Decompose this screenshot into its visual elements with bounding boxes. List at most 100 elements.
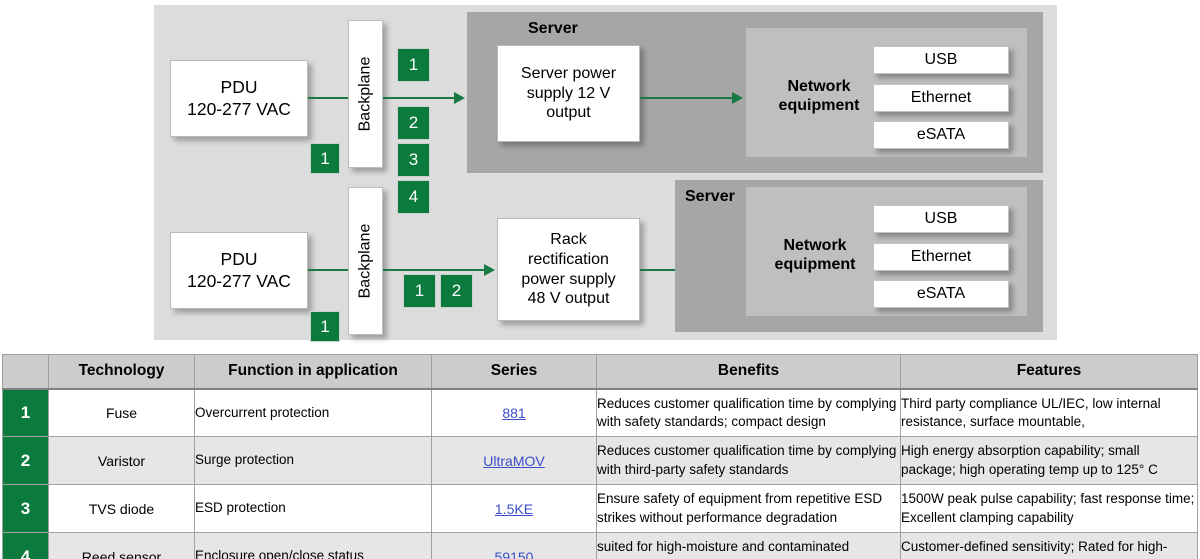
row-index-badge: 4: [2, 532, 49, 559]
pdu-2-line1: PDU: [220, 249, 258, 270]
backplane-2: Backplane: [348, 187, 383, 335]
cell-function: Enclosure open/close status: [194, 532, 432, 559]
backplane-2-label: Backplane: [356, 223, 374, 299]
psu2-line1: Rack: [550, 231, 587, 249]
row-index-badge: 1: [2, 388, 49, 437]
connector-backplane2-psu2: [383, 269, 489, 271]
cell-series[interactable]: 881: [431, 388, 597, 437]
cell-series[interactable]: 1.5KE: [431, 484, 597, 533]
port-esata-2-label: eSATA: [916, 285, 966, 302]
server-power-supply-box-1: Server power supply 12 V output: [497, 45, 640, 142]
table-row: 3 TVS diode ESD protection 1.5KE Ensure …: [2, 484, 1198, 533]
rack-rectification-power-supply-box: Rack rectification power supply 48 V out…: [497, 218, 640, 321]
network-2-line2: equipment: [774, 256, 856, 274]
header-index: [2, 354, 49, 390]
connector-backplane1-psu1: [383, 97, 459, 99]
cell-benefits: Reduces customer qualification time by c…: [596, 388, 901, 437]
cell-technology: Reed sensor: [48, 532, 195, 559]
badge-pdu-1: 1: [310, 143, 340, 174]
port-box-ethernet-2: Ethernet: [873, 243, 1009, 271]
network-equipment-2-label: Network equipment: [766, 236, 864, 274]
arrow-backplane1-psu1: [454, 92, 465, 104]
series-link[interactable]: 1.5KE: [494, 500, 534, 517]
port-box-usb-2: USB: [873, 205, 1009, 233]
psu1-line2: supply 12 V: [526, 84, 611, 102]
backplane-1: Backplane: [348, 20, 383, 168]
cell-function: ESD protection: [194, 484, 432, 533]
cell-series[interactable]: UltraMOV: [431, 436, 597, 485]
backplane-1-label: Backplane: [356, 56, 374, 132]
badge-inline-1-label: 1: [414, 281, 425, 300]
specification-table-wrapper: Technology Function in application Serie…: [2, 354, 1198, 559]
series-link[interactable]: 59150: [494, 548, 534, 559]
header-benefits: Benefits: [596, 354, 901, 390]
port-box-usb-1: USB: [873, 46, 1009, 74]
cell-features: High energy absorption capability; small…: [900, 436, 1198, 485]
psu1-line1: Server power: [520, 65, 617, 83]
table-row: 2 Varistor Surge protection UltraMOV Red…: [2, 436, 1198, 485]
header-features: Features: [900, 354, 1198, 390]
pdu-2-line2: 120-277 VAC: [187, 270, 291, 291]
port-box-esata-2: eSATA: [873, 280, 1009, 308]
cell-function: Overcurrent protection: [194, 388, 432, 437]
psu2-line4: 48 V output: [527, 290, 610, 308]
badge-pdu-1-label: 1: [320, 148, 330, 168]
cell-features: 1500W peak pulse capability; fast respon…: [900, 484, 1198, 533]
pdu-1-line2: 120-277 VAC: [187, 98, 291, 119]
row-index-badge: 2: [2, 436, 49, 485]
pdu-box-2: PDU 120-277 VAC: [170, 232, 308, 309]
badge-backplane-1: 1: [397, 48, 430, 82]
cell-series[interactable]: 59150: [431, 532, 597, 559]
network-2-line1: Network: [783, 237, 847, 254]
badge-backplane-2: 2: [397, 106, 430, 140]
cell-function: Surge protection: [194, 436, 432, 485]
cell-features: Third party compliance UL/IEC, low inter…: [900, 388, 1198, 437]
header-function: Function in application: [194, 354, 432, 390]
port-esata-1-label: eSATA: [916, 126, 966, 143]
badge-pdu-2-label: 1: [320, 316, 330, 336]
network-1-line2: equipment: [778, 97, 860, 115]
badge-inline-2: 2: [440, 274, 473, 308]
pdu-1-line1: PDU: [220, 77, 258, 98]
server-1-label: Server: [528, 20, 578, 37]
cell-technology: Varistor: [48, 436, 195, 485]
specification-table: Technology Function in application Serie…: [2, 354, 1198, 559]
badge-backplane-1-label: 1: [408, 55, 419, 74]
port-box-esata-1: eSATA: [873, 121, 1009, 149]
network-1-line1: Network: [787, 78, 851, 95]
psu1-line3: output: [546, 104, 591, 122]
arrow-psu1-network1: [732, 92, 743, 104]
cell-benefits: suited for high-moisture and contaminate…: [596, 532, 901, 559]
psu2-line2: rectification: [528, 250, 609, 268]
table-row: 1 Fuse Overcurrent protection 881 Reduce…: [2, 388, 1198, 437]
header-technology: Technology: [48, 354, 195, 390]
connector-pdu2-backplane: [308, 269, 349, 271]
port-usb-2-label: USB: [924, 210, 958, 227]
network-equipment-1-label: Network equipment: [770, 77, 868, 115]
badge-pdu-2: 1: [310, 311, 340, 342]
badge-inline-2-label: 2: [451, 281, 462, 300]
server-2-label: Server: [685, 188, 735, 205]
row-index-badge: 3: [2, 484, 49, 533]
cell-technology: Fuse: [48, 388, 195, 437]
cell-technology: TVS diode: [48, 484, 195, 533]
port-ethernet-1-label: Ethernet: [910, 89, 972, 106]
arrow-backplane2-psu2: [484, 264, 495, 276]
series-link[interactable]: 881: [502, 404, 526, 421]
table-row: 4 Reed sensor Enclosure open/close statu…: [2, 532, 1198, 559]
cell-features: Customer-defined sensitivity; Rated for …: [900, 532, 1198, 559]
connector-pdu1-backplane: [308, 97, 349, 99]
pdu-box-1: PDU 120-277 VAC: [170, 60, 308, 137]
cell-benefits: Ensure safety of equipment from repetiti…: [596, 484, 901, 533]
port-usb-1-label: USB: [924, 51, 958, 68]
architecture-diagram: PDU 120-277 VAC 1 Backplane 1 2 3 4: [154, 5, 1057, 342]
port-ethernet-2-label: Ethernet: [910, 248, 972, 265]
badge-backplane-4-label: 4: [408, 187, 419, 206]
series-link[interactable]: UltraMOV: [483, 452, 545, 469]
table-header-row: Technology Function in application Serie…: [2, 354, 1198, 390]
header-series: Series: [431, 354, 597, 390]
psu2-line3: power supply: [521, 270, 616, 288]
badge-backplane-2-label: 2: [408, 113, 419, 132]
connector-psu1-network1: [640, 97, 737, 99]
